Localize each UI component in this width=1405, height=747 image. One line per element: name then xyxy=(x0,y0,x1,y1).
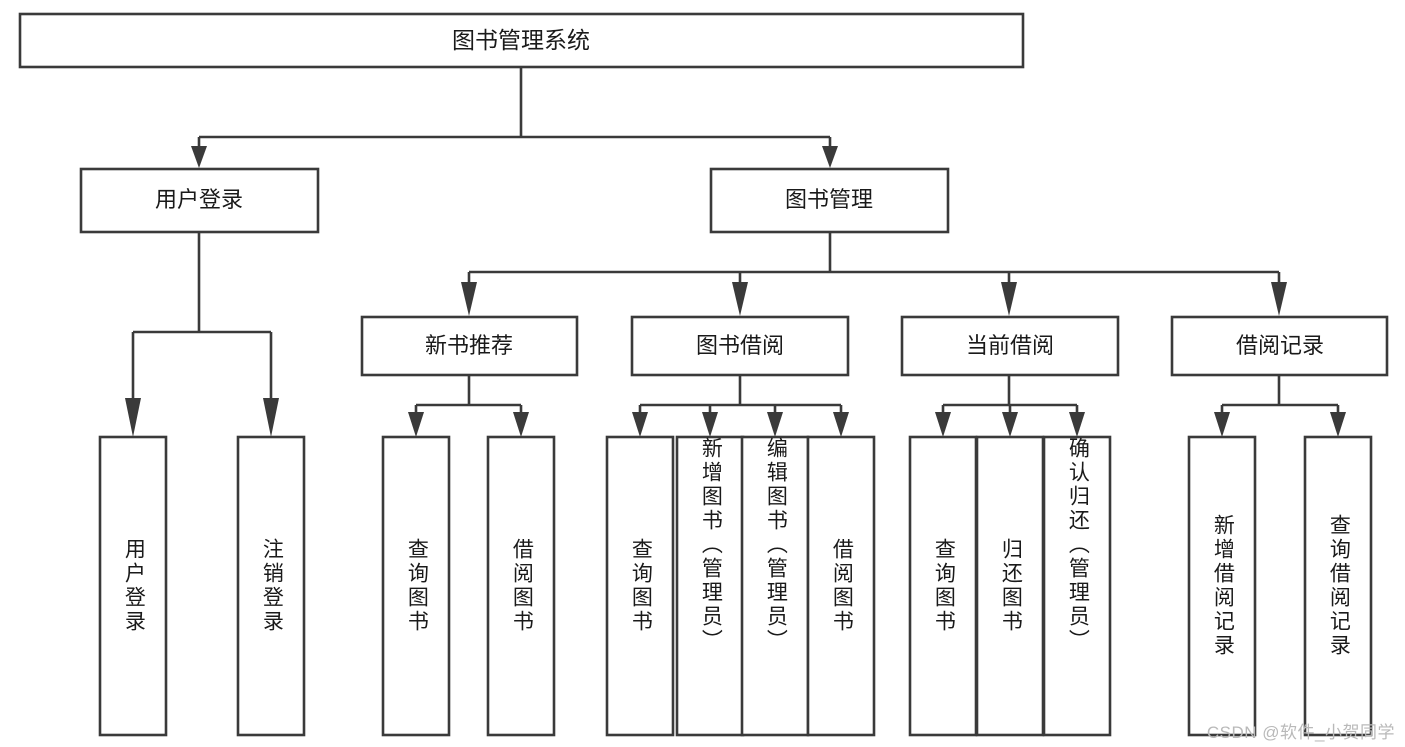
arrowhead-level3-1 xyxy=(461,282,477,316)
node-book-management-box[interactable] xyxy=(709,167,950,234)
arrowhead-level3-2 xyxy=(732,282,748,316)
arrowhead-borrow-4 xyxy=(833,412,849,437)
node-book-borrow[interactable]: 图书借阅 xyxy=(630,315,850,377)
arrowhead-current-2 xyxy=(1002,412,1018,437)
leaf-box-borrow-record-1[interactable] xyxy=(1187,435,1257,737)
node-root[interactable]: 图书管理系统 xyxy=(18,12,1025,69)
arrowhead-level3-3 xyxy=(1001,282,1017,316)
leaf-box-user-login-1[interactable] xyxy=(98,435,168,737)
arrowhead-level3-4 xyxy=(1271,282,1287,316)
arrowhead-borrow-3 xyxy=(767,412,783,437)
node-user-login-label: 用户登录 xyxy=(155,187,243,212)
arrowhead-newbook-1 xyxy=(408,412,424,437)
node-user-login[interactable]: 用户登录 xyxy=(79,167,320,234)
leaf-box-book-borrow-2[interactable] xyxy=(675,435,745,737)
connectors xyxy=(125,67,1346,437)
arrowhead-current-3 xyxy=(1069,412,1085,437)
node-root-label: 图书管理系统 xyxy=(452,27,590,53)
arrowhead-borrow-1 xyxy=(632,412,648,437)
node-borrow-record-box[interactable] xyxy=(1170,315,1389,377)
arrowhead-userlogin-1 xyxy=(125,398,141,437)
arrowhead-userlogin-2 xyxy=(263,398,279,437)
leaf-box-user-login-2[interactable] xyxy=(236,435,306,737)
leaf-box-book-borrow-1[interactable] xyxy=(605,435,675,737)
node-current-borrow-box[interactable] xyxy=(900,315,1120,377)
arrowhead-newbook-2 xyxy=(513,412,529,437)
node-borrow-record[interactable]: 借阅记录 xyxy=(1170,315,1389,377)
leaf-box-book-borrow-3[interactable] xyxy=(740,435,810,737)
arrowhead-level2-2 xyxy=(822,146,838,168)
arrowhead-level2-1 xyxy=(191,146,207,168)
leaf-box-book-borrow-4[interactable] xyxy=(806,435,876,737)
leaf-box-current-borrow-2[interactable] xyxy=(975,435,1045,737)
node-current-borrow[interactable]: 当前借阅 xyxy=(900,315,1120,377)
node-book-management[interactable]: 图书管理 xyxy=(709,167,950,234)
leaf-box-current-borrow-3[interactable] xyxy=(1042,435,1112,737)
node-book-borrow-box[interactable] xyxy=(630,315,850,377)
node-borrow-record-label: 借阅记录 xyxy=(1236,333,1324,358)
leaf-box-new-book-1[interactable] xyxy=(381,435,451,737)
node-current-borrow-label: 当前借阅 xyxy=(966,333,1054,358)
arrowhead-record-1 xyxy=(1214,412,1230,437)
node-new-book-recommend-box[interactable] xyxy=(360,315,579,377)
node-user-login-box[interactable] xyxy=(79,167,320,234)
arrowhead-record-2 xyxy=(1330,412,1346,437)
node-book-borrow-label: 图书借阅 xyxy=(696,333,784,358)
node-new-book-recommend-label: 新书推荐 xyxy=(425,333,513,358)
csdn-watermark: CSDN @软件_小贺同学 xyxy=(1206,723,1395,742)
arrowhead-current-1 xyxy=(935,412,951,437)
node-book-management-label: 图书管理 xyxy=(785,187,873,212)
arrowhead-borrow-2 xyxy=(702,412,718,437)
node-root-box[interactable] xyxy=(18,12,1025,69)
node-new-book-recommend[interactable]: 新书推荐 xyxy=(360,315,579,377)
leaf-box-new-book-2[interactable] xyxy=(486,435,556,737)
leaf-box-borrow-record-2[interactable] xyxy=(1303,435,1373,737)
leaf-box-current-borrow-1[interactable] xyxy=(908,435,978,737)
